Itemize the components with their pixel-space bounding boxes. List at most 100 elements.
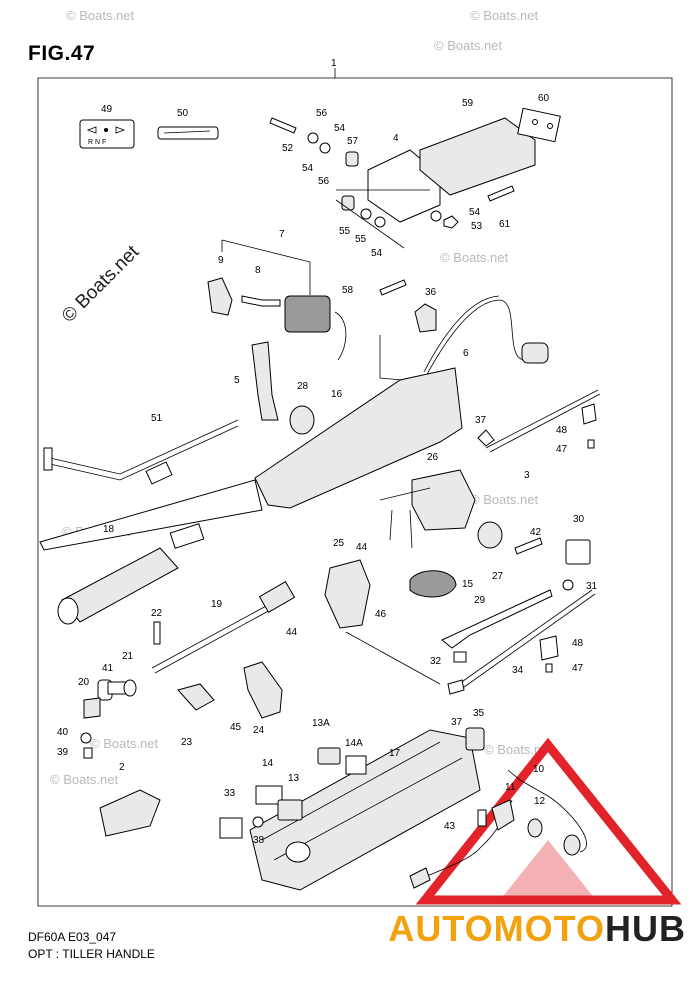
callout-43: 43 (444, 821, 456, 832)
callout-42: 42 (530, 527, 542, 538)
callout-58: 58 (342, 285, 354, 296)
callout-60: 60 (538, 93, 550, 104)
watermark-text: © Boats.net (470, 8, 539, 23)
callout-47-bottom: 47 (572, 663, 584, 674)
grip-end-cap (57, 597, 79, 625)
rod-joint (258, 581, 296, 613)
screw (477, 809, 487, 827)
wire-connector (521, 342, 549, 364)
callout-14: 14 (262, 758, 274, 769)
shift-label-text: R N F (88, 139, 106, 146)
throttle-rod (49, 419, 239, 475)
callout-48-bottom: 48 (572, 638, 584, 649)
callout-11: 11 (505, 782, 516, 793)
callout-1: 1 (331, 58, 337, 69)
cable-clip (414, 303, 437, 333)
callout-37-bottom: 37 (451, 717, 463, 728)
callout-46: 46 (375, 609, 387, 620)
grommet (562, 579, 574, 591)
clamp (177, 683, 215, 711)
decal (157, 126, 219, 140)
sleeve (527, 818, 543, 838)
callout-52: 52 (282, 143, 294, 154)
bolt (269, 117, 297, 134)
connector-holder (255, 785, 283, 805)
callout-55-b: 55 (355, 234, 367, 245)
callout-8: 8 (255, 265, 261, 276)
throttle-cable (455, 589, 593, 687)
callout-35: 35 (473, 708, 485, 719)
callout-29: 29 (474, 595, 486, 606)
wire-clamp (491, 799, 515, 831)
plate (565, 539, 591, 565)
watermark-text: © Boats.net (484, 742, 553, 757)
callout-37-top: 37 (475, 415, 487, 426)
watermark-text: © Boats.net (50, 772, 119, 787)
callout-31: 31 (586, 581, 598, 592)
lanyard-key (241, 295, 281, 307)
rubber-cap (477, 521, 503, 549)
brand-text-part2: HUB (605, 908, 686, 949)
grommet (252, 816, 264, 828)
cable-mount (581, 403, 597, 425)
callout-53: 53 (471, 221, 483, 232)
bolt (487, 185, 515, 202)
control-bracket (324, 559, 371, 629)
callout-24: 24 (253, 725, 265, 736)
figure-caption: OPT : TILLER HANDLE (28, 947, 155, 961)
callout-44-bottom: 44 (286, 627, 298, 638)
figure-code: DF60A E03_047 (28, 930, 117, 944)
callout-20: 20 (78, 677, 90, 688)
callout-56-b: 56 (318, 176, 330, 187)
leader-line (379, 335, 403, 381)
bushing (285, 841, 311, 863)
switch-cap (207, 277, 233, 316)
bracket-edge (261, 741, 463, 861)
callout-3: 3 (524, 470, 530, 481)
washer (374, 216, 386, 228)
callout-54-d: 54 (371, 248, 383, 259)
shift-cable (485, 389, 599, 449)
callout-12: 12 (534, 796, 546, 807)
bushing (341, 195, 355, 211)
shift-label-plate (79, 119, 135, 149)
bushing (123, 679, 137, 697)
callout-40: 40 (57, 727, 69, 738)
callout-56-a: 56 (316, 108, 328, 119)
callout-36: 36 (425, 287, 437, 298)
pin (153, 621, 161, 645)
washer (430, 210, 442, 222)
brand-logo-text: AUTOMOTOHUB (388, 908, 686, 950)
callout-27: 27 (492, 571, 504, 582)
callout-41: 41 (102, 663, 114, 674)
spring (107, 681, 127, 695)
plate (517, 107, 561, 143)
figure-title: FIG.47 (28, 42, 96, 65)
callout-47-top: 47 (556, 444, 568, 455)
bolt (379, 279, 407, 296)
nut (443, 215, 459, 229)
rubber-stop (465, 727, 485, 751)
plate-hole (532, 119, 538, 125)
connector (317, 747, 341, 765)
harness-holder (345, 755, 367, 775)
friction-knob (409, 570, 457, 598)
switch-wire (334, 311, 347, 361)
callout-38: 38 (253, 835, 265, 846)
washer (319, 142, 331, 154)
wire-harness (424, 299, 526, 379)
callout-44-top: 44 (356, 542, 368, 553)
callout-9: 9 (218, 255, 224, 266)
callout-54-a: 54 (334, 123, 346, 134)
plate-hole (547, 123, 553, 129)
callout-50: 50 (177, 108, 189, 119)
throttle-mechanism (411, 469, 476, 531)
callout-25: 25 (333, 538, 345, 549)
adjuster-knob (83, 697, 101, 719)
callout-57: 57 (347, 136, 359, 147)
brand-text-part1: AUTOMOTO (388, 908, 605, 949)
clip (447, 679, 465, 695)
tiller-shaft (39, 479, 263, 551)
rod-bracket (145, 461, 173, 485)
cable-bracket (441, 589, 553, 649)
